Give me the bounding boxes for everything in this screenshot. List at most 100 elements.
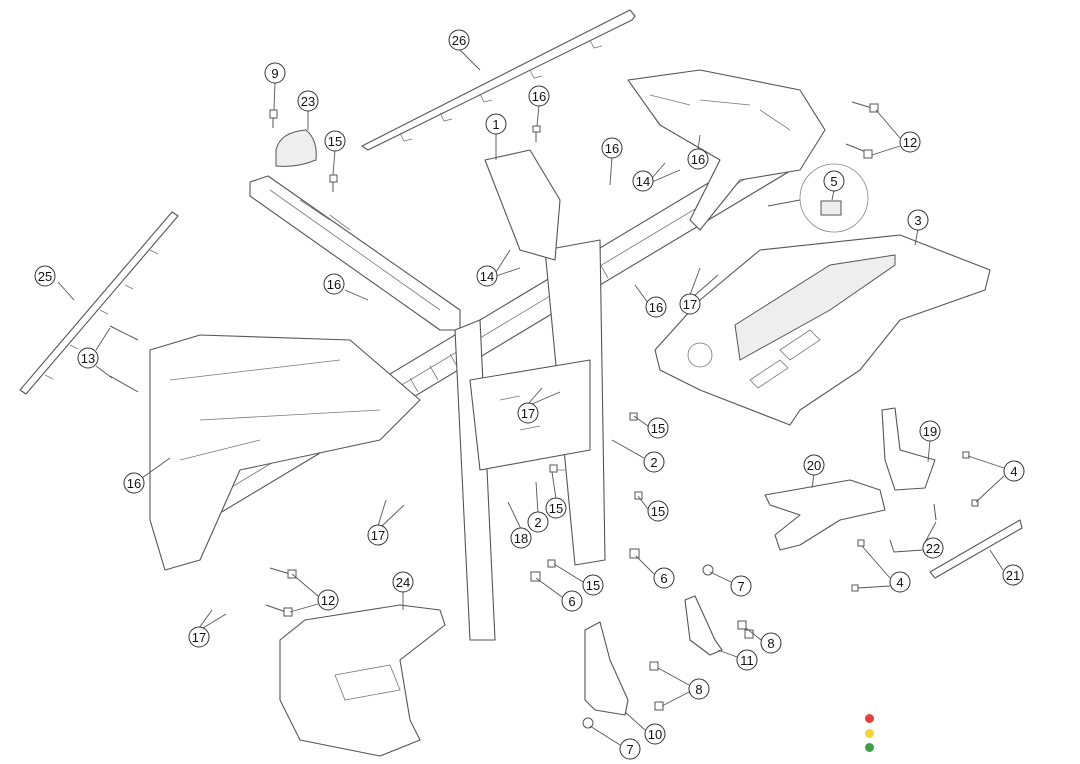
callout-circle — [647, 417, 669, 439]
callout-circle — [899, 131, 921, 153]
callout-number: 3 — [914, 213, 921, 228]
callout-circle — [448, 29, 470, 51]
callout-number: 16 — [649, 300, 663, 315]
part-26-harness-rail — [361, 9, 636, 151]
callout-number: 2 — [534, 515, 541, 530]
callout-circle — [528, 85, 550, 107]
callout-circle — [545, 497, 567, 519]
callout-number: 10 — [648, 727, 662, 742]
callout-circle — [919, 420, 941, 442]
callout-6: 6 — [561, 590, 583, 612]
part-3-module-tray — [654, 234, 991, 426]
callout-number: 16 — [532, 89, 546, 104]
part-11-bracket — [684, 595, 723, 656]
callout-number: 14 — [636, 174, 650, 189]
callout-circle — [527, 511, 549, 533]
part-main-crossbeam — [149, 69, 826, 641]
status-dot-green — [865, 743, 874, 752]
part-19-bracket — [881, 407, 936, 491]
callout-12: 12 — [317, 589, 339, 611]
callout-number: 24 — [396, 575, 410, 590]
callout-circle — [632, 170, 654, 192]
callout-number: 19 — [923, 424, 937, 439]
callout-number: 18 — [514, 531, 528, 546]
callout-number: 17 — [521, 406, 535, 421]
callout-2: 2 — [643, 451, 665, 473]
callout-number: 17 — [683, 297, 697, 312]
callout-circle — [688, 678, 710, 700]
callout-number: 4 — [896, 575, 903, 590]
callout-number: 7 — [737, 579, 744, 594]
part-10-bracket — [584, 621, 629, 716]
callout-14: 14 — [476, 265, 498, 287]
callout-16: 16 — [601, 137, 623, 159]
callout-6: 6 — [653, 567, 675, 589]
callout-number: 16 — [327, 277, 341, 292]
callout-3: 3 — [907, 209, 929, 231]
callout-16: 16 — [687, 148, 709, 170]
callout-circle — [889, 571, 911, 593]
callout-9: 9 — [264, 62, 286, 84]
callout-21: 21 — [1002, 564, 1024, 586]
callout-circle — [392, 571, 414, 593]
callout-number: 20 — [807, 458, 821, 473]
callout-circle — [647, 500, 669, 522]
callout-4: 4 — [889, 571, 911, 593]
callout-number: 15 — [651, 504, 665, 519]
callout-number: 17 — [371, 528, 385, 543]
part-25-harness-rail — [19, 211, 179, 395]
callout-1: 1 — [485, 113, 507, 135]
callout-number: 15 — [549, 501, 563, 516]
part-20-bracket — [764, 479, 886, 551]
callout-circle — [907, 209, 929, 231]
fasteners — [109, 101, 979, 729]
callout-circle — [679, 293, 701, 315]
callout-number: 14 — [480, 269, 494, 284]
callout-11: 11 — [736, 649, 758, 671]
callout-circle — [1002, 564, 1024, 586]
callout-number: 21 — [1006, 568, 1020, 583]
part-23-cap — [275, 129, 317, 167]
callout-circle — [582, 574, 604, 596]
callout-12: 12 — [899, 131, 921, 153]
callout-circle — [645, 296, 667, 318]
callout-23: 23 — [297, 90, 319, 112]
callout-circle — [1003, 460, 1025, 482]
callout-10: 10 — [644, 723, 666, 745]
callout-number: 23 — [301, 94, 315, 109]
callout-circle — [653, 567, 675, 589]
callout-15: 15 — [545, 497, 567, 519]
callout-4: 4 — [1003, 460, 1025, 482]
callout-number: 8 — [695, 682, 702, 697]
callout-15: 15 — [647, 417, 669, 439]
callout-circle — [123, 472, 145, 494]
callout-circle — [188, 626, 210, 648]
callout-circle — [922, 537, 944, 559]
callout-17: 17 — [367, 524, 389, 546]
callout-14: 14 — [632, 170, 654, 192]
callout-circle — [823, 170, 845, 192]
callout-number: 13 — [81, 351, 95, 366]
callout-circle — [644, 723, 666, 745]
leader-lines — [57, 48, 1005, 746]
callout-circle — [601, 137, 623, 159]
callout-circle — [736, 649, 758, 671]
callout-number: 9 — [271, 66, 278, 81]
callout-17: 17 — [188, 626, 210, 648]
callout-26: 26 — [448, 29, 470, 51]
callout-17: 17 — [517, 402, 539, 424]
callout-circle — [510, 527, 532, 549]
callout-7: 7 — [730, 575, 752, 597]
callout-15: 15 — [647, 500, 669, 522]
callout-circle — [264, 62, 286, 84]
callout-number: 16 — [127, 476, 141, 491]
callout-16: 16 — [528, 85, 550, 107]
callout-number: 12 — [903, 135, 917, 150]
callout-22: 22 — [922, 537, 944, 559]
part-21-bracket — [929, 519, 1023, 579]
callout-number: 17 — [192, 630, 206, 645]
callout-number: 11 — [740, 653, 754, 668]
callout-number: 16 — [691, 152, 705, 167]
callout-2: 2 — [527, 511, 549, 533]
callout-circle — [317, 589, 339, 611]
